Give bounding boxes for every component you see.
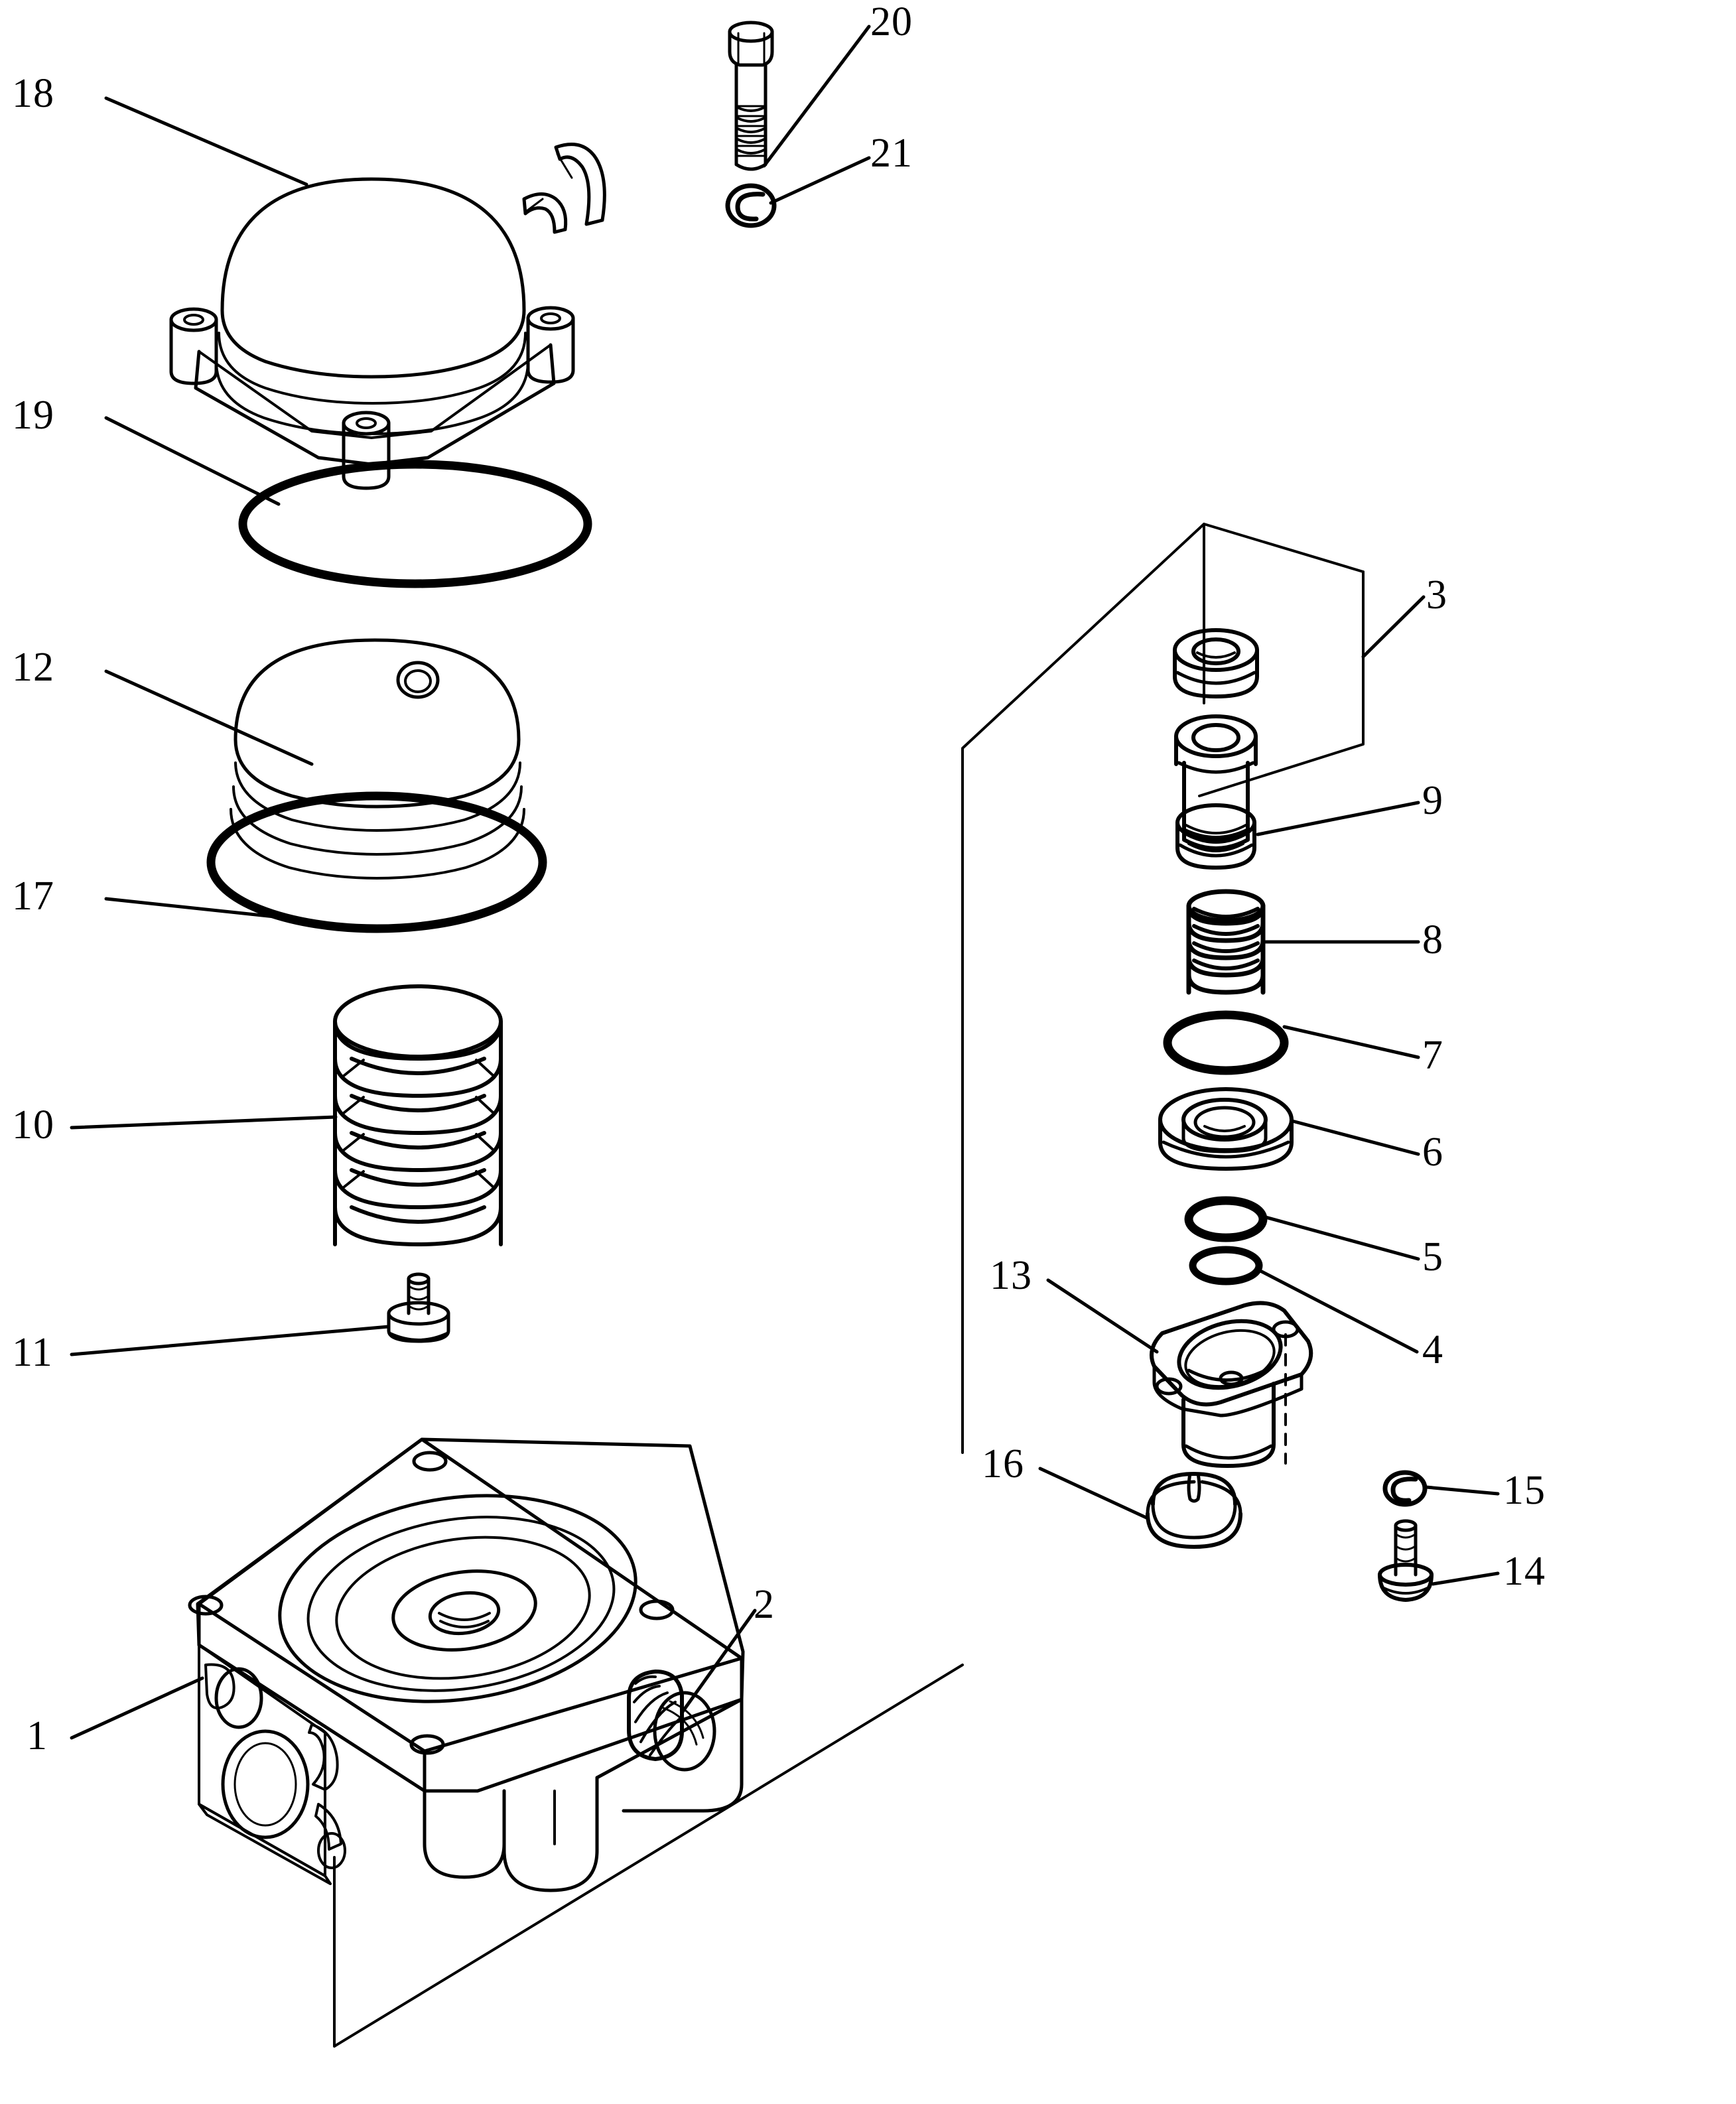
part-valve-body-art (188, 1437, 745, 1892)
part-hex-bolt-art (728, 21, 774, 171)
callout-number-12: 12 (12, 645, 54, 690)
part-sleeve-art (1174, 714, 1258, 850)
part-o-ring-small-art (1189, 1246, 1263, 1285)
callout-number-2: 2 (754, 1582, 775, 1627)
callout-number-5: 5 (1422, 1234, 1443, 1280)
part-o-ring-medium-art (1184, 1196, 1268, 1242)
callout-leader-lines (70, 25, 1500, 1740)
part-seal-retainer-art (1158, 1087, 1294, 1171)
part-pan-head-screw-art (1378, 1519, 1434, 1602)
callout-number-14: 14 (1503, 1549, 1546, 1594)
leader-bracket-item-3 (961, 523, 1365, 1454)
callout-number-18: 18 (12, 71, 54, 116)
callout-number-6: 6 (1422, 1130, 1443, 1175)
callout-number-20: 20 (870, 0, 913, 44)
part-threaded-plug-art (627, 1670, 684, 1761)
part-flanged-screw-art (387, 1272, 450, 1343)
callout-number-17: 17 (12, 874, 54, 919)
callout-number-1: 1 (27, 1713, 48, 1758)
callout-number-13: 13 (990, 1253, 1032, 1298)
callout-number-4: 4 (1422, 1327, 1443, 1372)
part-bushing-art (1173, 628, 1259, 698)
callout-number-3: 3 (1426, 572, 1447, 618)
part-spring-seat-ring-art (1175, 803, 1256, 870)
callout-number-16: 16 (982, 1441, 1024, 1486)
callout-number-15: 15 (1503, 1468, 1546, 1513)
callout-number-21: 21 (870, 131, 913, 176)
part-top-cover-art (169, 143, 606, 490)
callout-number-8: 8 (1422, 917, 1443, 962)
callout-number-9: 9 (1422, 778, 1443, 823)
part-e-clip-washer-art (725, 183, 777, 228)
part-o-ring-piston-art (206, 791, 547, 933)
part-o-ring-cover-art (238, 460, 592, 588)
part-inlet-valve-seat-art (1150, 1301, 1313, 1468)
part-valve-spring-art (1186, 889, 1266, 995)
part-main-spring-art (333, 984, 503, 1246)
callout-number-19: 19 (12, 393, 54, 438)
callout-number-7: 7 (1422, 1033, 1443, 1078)
leader-bracket-lower (333, 1664, 964, 2048)
callout-number-11: 11 (12, 1330, 53, 1375)
callout-number-10: 10 (12, 1102, 54, 1148)
part-valve-cap-art (1146, 1472, 1242, 1549)
part-e-clip-retainer-art (1382, 1470, 1428, 1507)
part-piston-plate-art (230, 638, 525, 880)
part-o-ring-large-art (1163, 1010, 1289, 1075)
